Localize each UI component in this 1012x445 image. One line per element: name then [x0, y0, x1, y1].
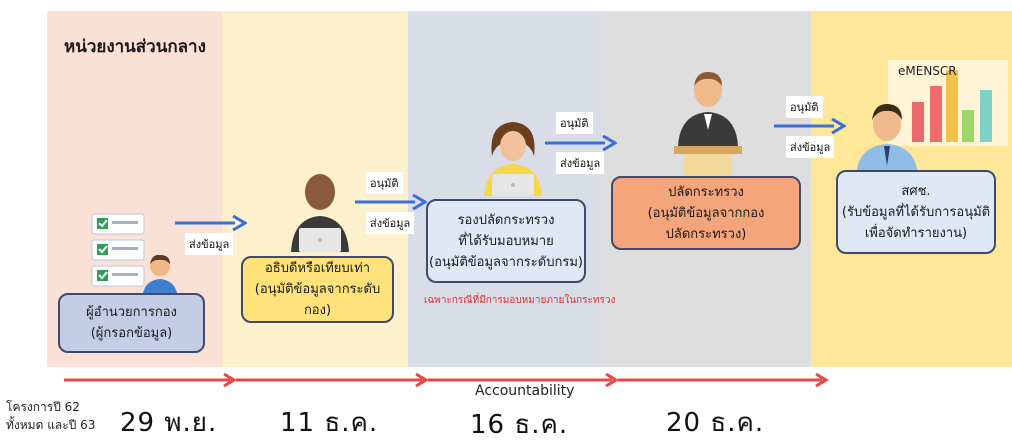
timeline-arrows	[64, 372, 829, 388]
section-title: หน่วยงานส่วนกลาง	[64, 37, 206, 57]
permanent-secretary-podium-icon	[674, 72, 742, 178]
step-5-title: สศช.	[901, 183, 931, 199]
arrow-1-send-label: ส่งข้อมูล	[185, 233, 234, 255]
arrow-2-approve-label: อนุมัติ	[366, 172, 403, 194]
step-box-deputy-permanent-secretary: รองปลัดกระทรวง ที่ได้รับมอบหมาย (อนุมัติ…	[426, 199, 586, 283]
director-person-icon	[142, 254, 178, 298]
checklist-forms-icon	[91, 213, 145, 287]
emenscr-system-label: eMENSCR	[898, 64, 957, 78]
accountability-label: Accountability	[475, 383, 575, 399]
arrow-send-2	[355, 194, 427, 210]
date-4: 20 ธ.ค.	[666, 408, 765, 438]
footnote-line-2: ทั้งหมด และปี 63	[6, 418, 96, 432]
step-2-title: อธิบดีหรือเทียบเท่า	[265, 261, 370, 276]
date-3: 16 ธ.ค.	[470, 410, 569, 440]
arrow-4-approve-label: อนุมัติ	[786, 96, 823, 118]
arrow-2-send-label: ส่งข้อมูล	[366, 212, 415, 234]
emenscr-dashboard-icon	[888, 60, 1008, 146]
arrow-send-1	[175, 215, 247, 231]
step-1-title: ผู้อำนวยการกอง	[86, 305, 177, 320]
date-2: 11 ธ.ค.	[280, 408, 379, 438]
step-box-permanent-secretary: ปลัดกระทรวง (อนุมัติข้อมูลจากกอง ปลัดกระ…	[611, 176, 801, 250]
step-5-line2: (รับข้อมูลที่ได้รับการอนุมัติ	[841, 204, 991, 220]
step-4-line2: (อนุมัติข้อมูลจากกอง	[647, 205, 765, 221]
step-2-subtitle: (อนุมัติข้อมูลจากระดับกอง)	[254, 282, 381, 318]
step-5-subtitle: เพื่อจัดทำรายงาน)	[864, 225, 968, 241]
director-general-laptop-icon	[291, 174, 349, 252]
nesdc-officer-icon	[856, 104, 918, 176]
step-3-subtitle: (อนุมัติข้อมูลจากระดับกรม)	[429, 254, 583, 270]
deputy-permanent-secretary-laptop-icon	[484, 122, 542, 196]
date-1: 29 พ.ย.	[120, 408, 218, 438]
step-3-line2: ที่ได้รับมอบหมาย	[458, 233, 554, 249]
delegation-note: เฉพาะกรณีที่มีการมอบหมายภายในกระทรวง	[424, 295, 616, 306]
arrow-3-approve-label: อนุมัติ	[556, 112, 593, 134]
arrow-3-send-label: ส่งข้อมูล	[556, 152, 605, 174]
footnote-line-1: โครงการปี 62	[6, 400, 80, 414]
step-4-subtitle: ปลัดกระทรวง)	[665, 226, 747, 242]
arrow-4-send-label: ส่งข้อมูล	[786, 136, 835, 158]
step-box-division-director: ผู้อำนวยการกอง (ผู้กรอกข้อมูล)	[58, 293, 205, 353]
step-1-subtitle: (ผู้กรอกข้อมูล)	[90, 326, 173, 341]
step-box-nesdc: สศช. (รับข้อมูลที่ได้รับการอนุมัติ เพื่อ…	[836, 170, 996, 254]
step-box-director-general: อธิบดีหรือเทียบเท่า (อนุมัติข้อมูลจากระด…	[241, 256, 394, 323]
arrow-send-3	[545, 135, 617, 151]
step-3-title: รองปลัดกระทรวง	[457, 212, 555, 228]
arrow-send-4	[774, 118, 846, 134]
step-4-title: ปลัดกระทรวง	[668, 184, 744, 200]
